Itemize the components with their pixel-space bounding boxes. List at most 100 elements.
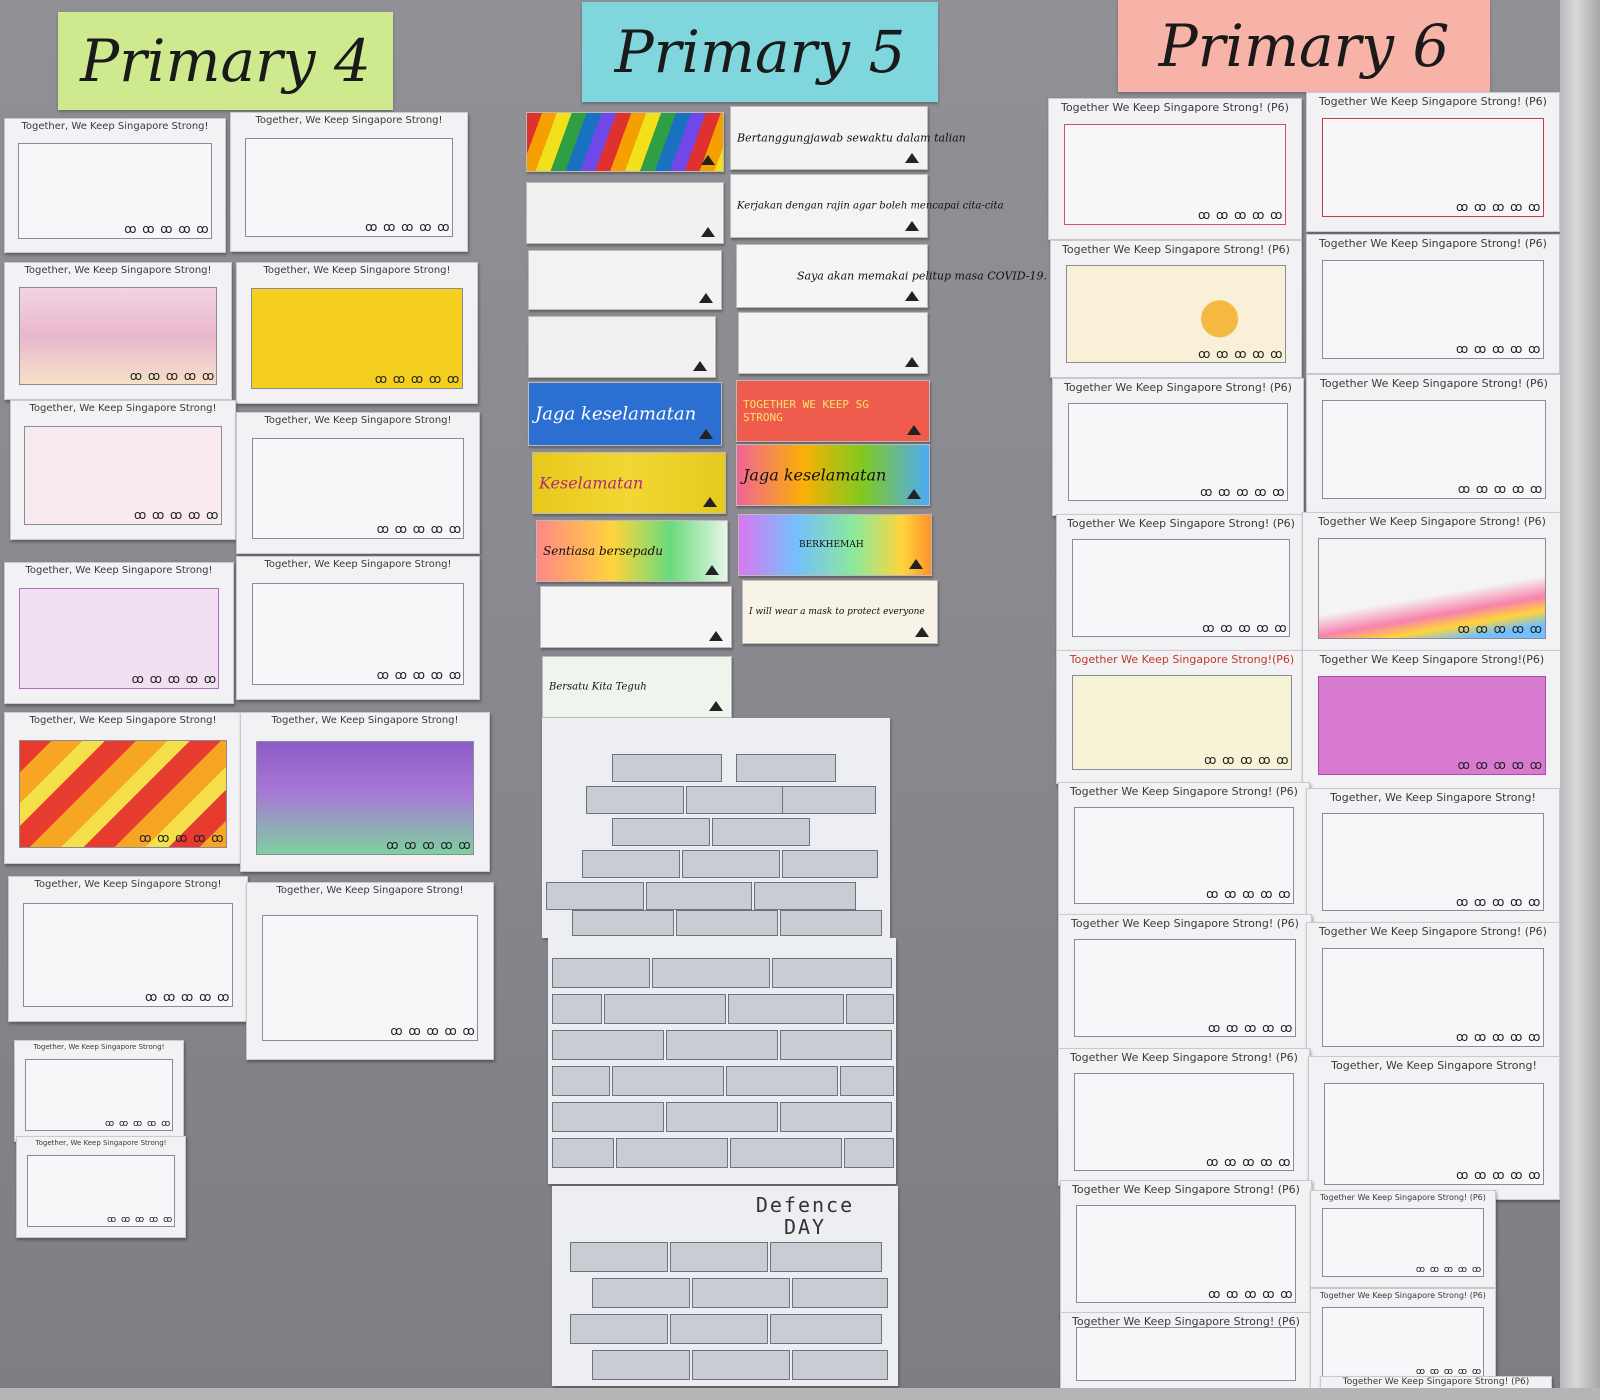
p5-pledge-strip: I will wear a mask to protect everyone xyxy=(742,580,938,644)
pledge-box xyxy=(19,740,227,848)
mascot-row: ꝏ ꝏ ꝏ ꝏ ꝏ xyxy=(144,989,231,1004)
mascot-row: ꝏ ꝏ ꝏ ꝏ ꝏ xyxy=(1456,894,1542,909)
brick xyxy=(770,1314,882,1344)
brick xyxy=(726,1066,838,1096)
brick xyxy=(570,1242,668,1272)
tdd-logo-icon xyxy=(905,153,919,163)
p4-pledge-card: Together, We Keep Singapore Strong! ꝏ ꝏ … xyxy=(10,400,236,540)
pledge-box xyxy=(1066,265,1286,364)
mascot-row: ꝏ ꝏ ꝏ ꝏ ꝏ xyxy=(129,368,216,383)
mascot-row: ꝏ ꝏ ꝏ ꝏ ꝏ xyxy=(1456,1030,1542,1045)
pledge-box xyxy=(1076,1205,1296,1304)
pledge-box xyxy=(1074,807,1294,904)
p4-pledge-card: Together, We Keep Singapore Strong! ꝏ ꝏ … xyxy=(4,118,226,253)
p5-pledge-strip xyxy=(528,316,716,378)
pledge-box xyxy=(18,142,212,239)
brick xyxy=(770,1242,882,1272)
mascot-row: ꝏ ꝏ ꝏ ꝏ ꝏ xyxy=(374,372,461,387)
p5-pledge-strip: Sentiasa bersepadu xyxy=(536,520,728,582)
brick xyxy=(692,1350,790,1380)
p6-pledge-card: Together We Keep Singapore Strong! (P6) … xyxy=(1310,1288,1496,1390)
p4-pledge-card: Together, We Keep Singapore Strong! ꝏ ꝏ … xyxy=(246,882,494,1060)
p5-brick-wall-poster xyxy=(548,938,896,1184)
brick xyxy=(666,1030,778,1060)
card-title: Together, We Keep Singapore Strong! xyxy=(255,115,443,126)
card-title: Together We Keep Singapore Strong! (P6) xyxy=(1342,1377,1530,1387)
brick xyxy=(552,1138,614,1168)
tdd-logo-icon xyxy=(705,565,719,575)
p6-pledge-card: Together We Keep Singapore Strong! (P6) … xyxy=(1306,92,1560,232)
p4-pledge-card: Together, We Keep Singapore Strong! ꝏ ꝏ … xyxy=(236,412,480,554)
pledge-box xyxy=(251,582,465,685)
mascot-row: ꝏ ꝏ ꝏ ꝏ ꝏ xyxy=(376,667,463,682)
card-title: Together, We Keep Singapore Strong! xyxy=(271,715,459,726)
brick xyxy=(686,786,784,814)
pledge-box xyxy=(25,1059,173,1131)
card-title: Together, We Keep Singapore Strong! xyxy=(24,265,212,276)
card-title: Together We Keep Singapore Strong! (P6) xyxy=(1072,1183,1300,1196)
tdd-logo-icon xyxy=(709,631,723,641)
p5-pledge-strip: BERKHEMAH xyxy=(738,514,932,576)
card-title: Together We Keep Singapore Strong! (P6) xyxy=(1061,101,1289,114)
tdd-logo-icon xyxy=(701,155,715,165)
pledge-box xyxy=(1322,399,1546,500)
brick xyxy=(546,882,644,910)
mascot-row: ꝏ ꝏ ꝏ ꝏ ꝏ xyxy=(1198,346,1284,361)
brick xyxy=(844,1138,894,1168)
tdd-logo-icon xyxy=(909,559,923,569)
card-title: Together, We Keep Singapore Strong! xyxy=(29,403,217,414)
card-title: Together We Keep Singapore Strong! (P6) xyxy=(1320,1193,1486,1202)
brick xyxy=(572,910,674,936)
brick xyxy=(616,1138,728,1168)
p6-pledge-card: Together We Keep Singapore Strong! (P6) … xyxy=(1058,914,1312,1052)
brick xyxy=(676,910,778,936)
tdd-logo-icon xyxy=(905,357,919,367)
mascot-row: ꝏ ꝏ ꝏ ꝏ ꝏ xyxy=(386,838,472,853)
mascot-row: ꝏ ꝏ ꝏ ꝏ ꝏ xyxy=(106,1215,174,1225)
mascot-row: ꝏ ꝏ ꝏ ꝏ ꝏ xyxy=(139,831,225,845)
card-title: Together, We Keep Singapore Strong! xyxy=(35,1139,167,1147)
board-frame-bottom xyxy=(0,1388,1600,1400)
p5-pledge-strip xyxy=(540,586,732,648)
tdd-logo-icon xyxy=(907,489,921,499)
brick xyxy=(552,1066,610,1096)
strip-text: Jaga keselamatan xyxy=(743,465,887,485)
mascot-row: ꝏ ꝏ ꝏ ꝏ ꝏ xyxy=(104,1119,172,1129)
card-title: Together, We Keep Singapore Strong! xyxy=(25,565,213,576)
card-title: Together We Keep Singapore Strong! (P6) xyxy=(1072,1315,1300,1328)
card-title: Together We Keep Singapore Strong! (P6) xyxy=(1070,1051,1298,1064)
p6-pledge-card: Together We Keep Singapore Strong! (P6) … xyxy=(1060,1180,1312,1318)
strip-text: Bertanggungjawab sewaktu dalam talian xyxy=(737,131,966,145)
strip-text: Sentiasa bersepadu xyxy=(543,544,664,558)
p4-pledge-card: Together, We Keep Singapore Strong! ꝏ ꝏ … xyxy=(4,562,234,704)
p5-pledge-strip: Jaga keselamatan xyxy=(736,444,930,506)
strip-text: Saya akan memakai pelitup masa COVID-19. xyxy=(797,269,1047,283)
p4-pledge-card: Together, We Keep Singapore Strong! ꝏ ꝏ … xyxy=(8,876,248,1022)
p6-pledge-card: Together We Keep Singapore Strong! (P6) … xyxy=(1306,374,1562,514)
mascot-row: ꝏ ꝏ ꝏ ꝏ ꝏ xyxy=(1198,208,1284,223)
p6-pledge-card: Together, We Keep Singapore Strong! ꝏ ꝏ … xyxy=(1306,788,1560,926)
p6-pledge-card: Together We Keep Singapore Strong! (P6) … xyxy=(1310,1190,1496,1288)
pledge-box xyxy=(245,137,453,238)
pledge-box xyxy=(1322,947,1544,1048)
strip-text: Kerjakan dengan rajin agar boleh mencapa… xyxy=(737,200,1004,212)
pledge-box xyxy=(1076,1326,1296,1382)
p5-pledge-strip: Bertanggungjawab sewaktu dalam talian xyxy=(730,106,966,170)
card-title: Together We Keep Singapore Strong! (P6) xyxy=(1319,925,1547,938)
brick xyxy=(552,1102,664,1132)
mascot-row: ꝏ ꝏ ꝏ ꝏ ꝏ xyxy=(376,522,463,537)
pledge-box xyxy=(1322,1208,1484,1278)
brick xyxy=(670,1314,768,1344)
p5-pledge-strip: Kerjakan dengan rajin agar boleh mencapa… xyxy=(730,174,1004,238)
card-title: Together, We Keep Singapore Strong! xyxy=(34,879,222,890)
strip-text: Keselamatan xyxy=(539,473,644,493)
mascot-row: ꝏ ꝏ ꝏ ꝏ ꝏ xyxy=(1200,484,1286,499)
card-title: Together We Keep Singapore Strong! (P6) xyxy=(1320,1291,1486,1300)
pledge-box xyxy=(261,914,479,1042)
brick xyxy=(754,882,856,910)
brick xyxy=(736,754,836,782)
brick xyxy=(780,1030,892,1060)
poster-title: Defence DAY xyxy=(755,1193,855,1239)
brick xyxy=(604,994,726,1024)
tdd-logo-icon xyxy=(905,291,919,301)
